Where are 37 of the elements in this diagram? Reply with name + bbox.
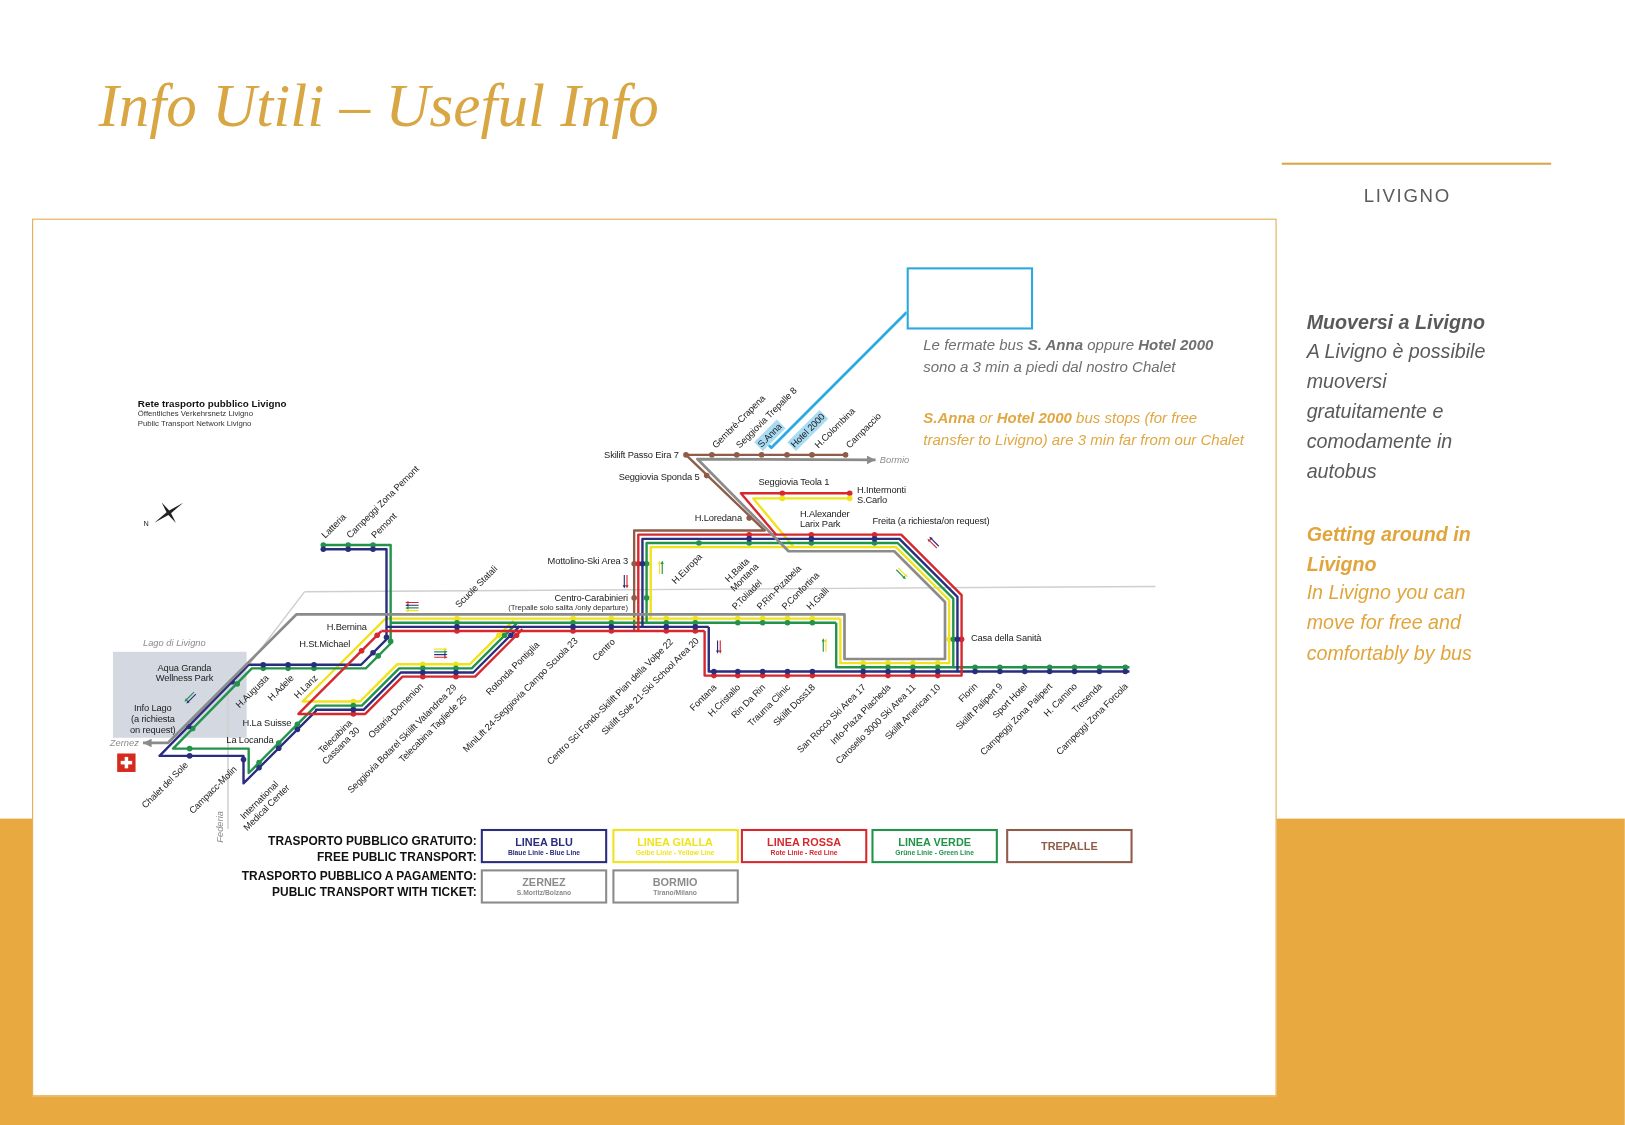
map-title: Rete trasporto pubblico Livigno — [137, 398, 287, 410]
place-label: Federia — [214, 811, 225, 843]
stop-label: Seggiovia Teola 1 — [758, 476, 830, 488]
legend-row-label: TRASPORTO PUBBLICO GRATUITO: — [268, 834, 477, 849]
double-arrow — [143, 455, 947, 748]
stop-label: H.Intermonti S.Carlo — [856, 484, 907, 506]
stop-label: Mottolino-Ski Area 3 — [547, 555, 628, 566]
callout-text: Le fermate bus S. Anna oppure Hotel 2000 sono a 3 min a piedi dal nostro Chalet — [923, 335, 1215, 378]
stop-label: La Locanda — [226, 734, 274, 746]
stop-label: Casa della Sanità — [970, 632, 1042, 644]
stop-label: H.La Suisse — [242, 717, 292, 729]
legend-row-label: FREE PUBLIC TRANSPORT: — [317, 851, 477, 865]
section-heading: Muoversi a Livigno — [1306, 310, 1485, 336]
location-name: LIVIGNO — [1363, 185, 1451, 207]
leader-line — [767, 311, 908, 450]
place-label: Lago di Livigno — [143, 638, 206, 649]
body-text: In Livigno you can move for free and comfortably by bus — [1306, 580, 1473, 666]
stop-label: Info Lago (a richiesta on request) — [129, 703, 177, 736]
stop-label: H.Bernina — [326, 621, 367, 633]
place-label: Zernez — [109, 737, 143, 749]
callout-frame — [906, 267, 1034, 330]
legend-label: TREPALLE — [1041, 839, 1098, 853]
stop-label: Skilift Passo Eira 7 — [604, 449, 679, 461]
legend-row-label: TRASPORTO PUBBLICO A PAGAMENTO: — [241, 869, 477, 884]
callout-text: S.Anna or Hotel 2000 bus stops (for free transfer to Livigno) are 3 min far from our Chalet — [923, 408, 1246, 450]
legend-row-label: PUBLIC TRANSPORT WITH TICKET: — [272, 885, 477, 899]
stop-label: H.Alexander Larix Park — [799, 508, 851, 530]
body-text: A Livigno è possibile muoversi gratuitamente e comodamente in autobus — [1306, 339, 1487, 485]
place-label: Bormio — [875, 454, 910, 466]
stop-label: Seggiovia Sponda 5 — [618, 471, 700, 482]
stop-label: H.St.Michael — [299, 639, 351, 650]
page-title: Info Utili – Useful Info — [98, 70, 659, 142]
stop-label: Aqua Granda Wellness Park — [154, 662, 215, 685]
stop-label: Centro-Carabinieri — [554, 592, 628, 604]
stop-label: Freita (a richiesta/on request) — [872, 515, 990, 527]
section-heading: Getting around in Livigno — [1306, 522, 1472, 578]
stop-label: H.Loredana — [694, 512, 742, 524]
